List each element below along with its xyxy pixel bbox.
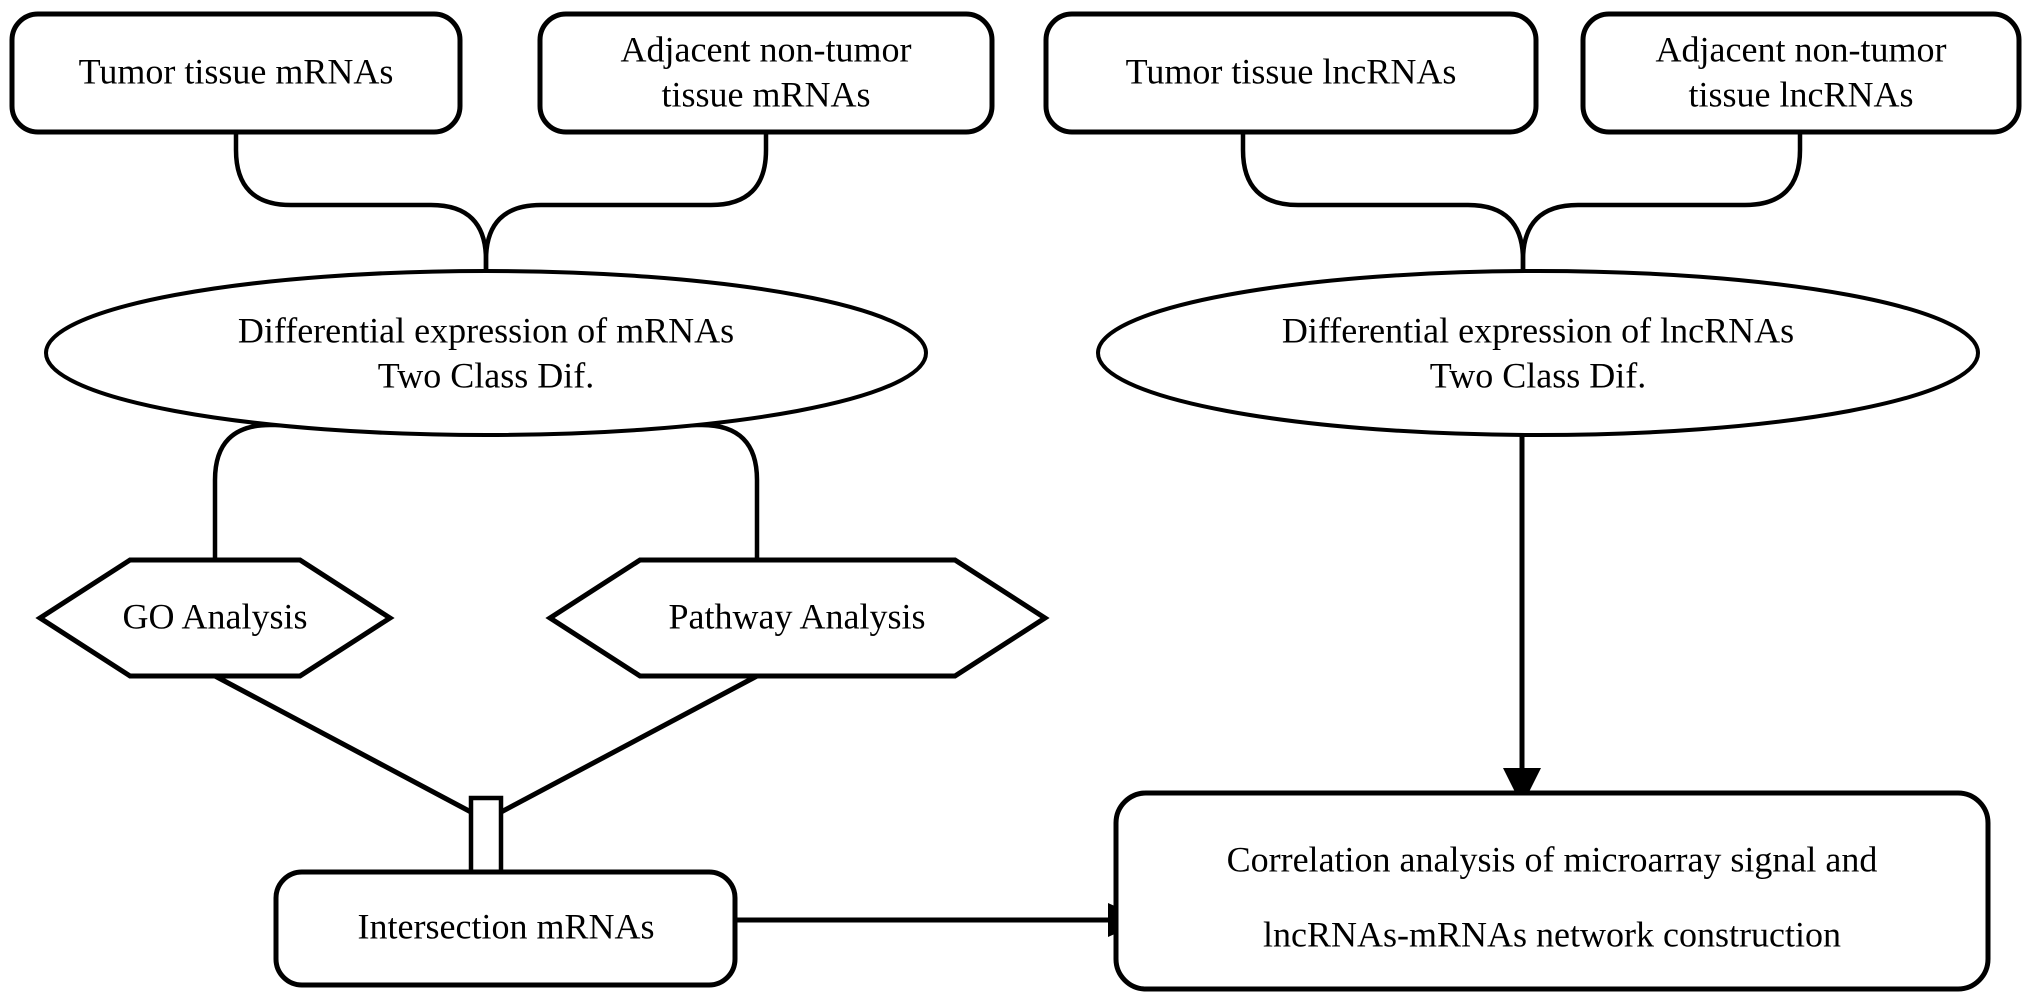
node-adjacent-nontumor-mrnas[interactable]: Adjacent non-tumor tissue mRNAs xyxy=(537,11,995,135)
intersection-mrnas-box[interactable] xyxy=(273,869,738,988)
go-analysis-hexagon[interactable] xyxy=(35,557,395,679)
correlation-analysis-label-line2: lncRNAs-mRNAs network construction xyxy=(1263,914,1841,954)
go-analysis-label: GO Analysis xyxy=(122,596,307,636)
pathway-analysis-hexagon[interactable] xyxy=(545,557,1050,679)
adjacent-nontumor-mrnas-box[interactable] xyxy=(537,11,995,135)
adjacent-nontumor-mrnas-label-line1: Adjacent non-tumor xyxy=(621,29,912,69)
tumor-tissue-mrnas-label: Tumor tissue mRNAs xyxy=(79,51,394,91)
node-tumor-tissue-lncrnas[interactable]: Tumor tissue lncRNAs xyxy=(1043,11,1539,135)
edge-mrna-merge-brace xyxy=(233,132,769,308)
adjacent-nontumor-lncrnas-label-line2: tissue lncRNAs xyxy=(1689,74,1914,114)
node-pathway-analysis[interactable]: Pathway Analysis xyxy=(545,557,1050,679)
diff-expression-lncrnas-ellipse[interactable] xyxy=(1096,269,1980,437)
edge-analysis-merge xyxy=(213,673,759,823)
node-correlation-analysis[interactable]: Correlation analysis of microarray signa… xyxy=(1113,790,1991,992)
adjacent-nontumor-lncrnas-label-line1: Adjacent non-tumor xyxy=(1656,29,1947,69)
node-diff-expression-lncrnas[interactable]: Differential expression of lncRNAs Two C… xyxy=(1096,269,1980,437)
correlation-analysis-label-line1: Correlation analysis of microarray signa… xyxy=(1227,839,1878,879)
node-intersection-mrnas[interactable]: Intersection mRNAs xyxy=(273,869,738,988)
diff-expression-lncrnas-label-line2: Two Class Dif. xyxy=(1430,355,1646,395)
tumor-tissue-mrnas-box[interactable] xyxy=(9,11,463,135)
node-tumor-tissue-mrnas[interactable]: Tumor tissue mRNAs xyxy=(9,11,463,135)
node-go-analysis[interactable]: GO Analysis xyxy=(35,557,395,679)
node-adjacent-nontumor-lncrnas[interactable]: Adjacent non-tumor tissue lncRNAs xyxy=(1580,11,2022,135)
node-diff-expression-mrnas[interactable]: Differential expression of mRNAs Two Cla… xyxy=(44,269,928,437)
intersection-mrnas-label: Intersection mRNAs xyxy=(358,906,655,946)
tumor-tissue-lncrnas-label: Tumor tissue lncRNAs xyxy=(1126,51,1457,91)
adjacent-nontumor-lncrnas-box[interactable] xyxy=(1580,11,2022,135)
correlation-analysis-box[interactable] xyxy=(1113,790,1991,992)
edge-lncrna-to-correlation xyxy=(1503,405,1541,806)
edge-lncrna-merge-brace xyxy=(1240,132,1803,308)
edge-intersection-to-correlation xyxy=(735,903,1146,937)
diff-expression-lncrnas-label-line1: Differential expression of lncRNAs xyxy=(1282,310,1794,350)
diff-expression-mrnas-label-line1: Differential expression of mRNAs xyxy=(238,310,734,350)
tumor-tissue-lncrnas-box[interactable] xyxy=(1043,11,1539,135)
diff-expression-mrnas-label-line2: Two Class Dif. xyxy=(378,355,594,395)
pathway-analysis-label: Pathway Analysis xyxy=(669,596,926,636)
adjacent-nontumor-mrnas-label-line2: tissue mRNAs xyxy=(661,74,870,114)
diff-expression-mrnas-ellipse[interactable] xyxy=(44,269,928,437)
